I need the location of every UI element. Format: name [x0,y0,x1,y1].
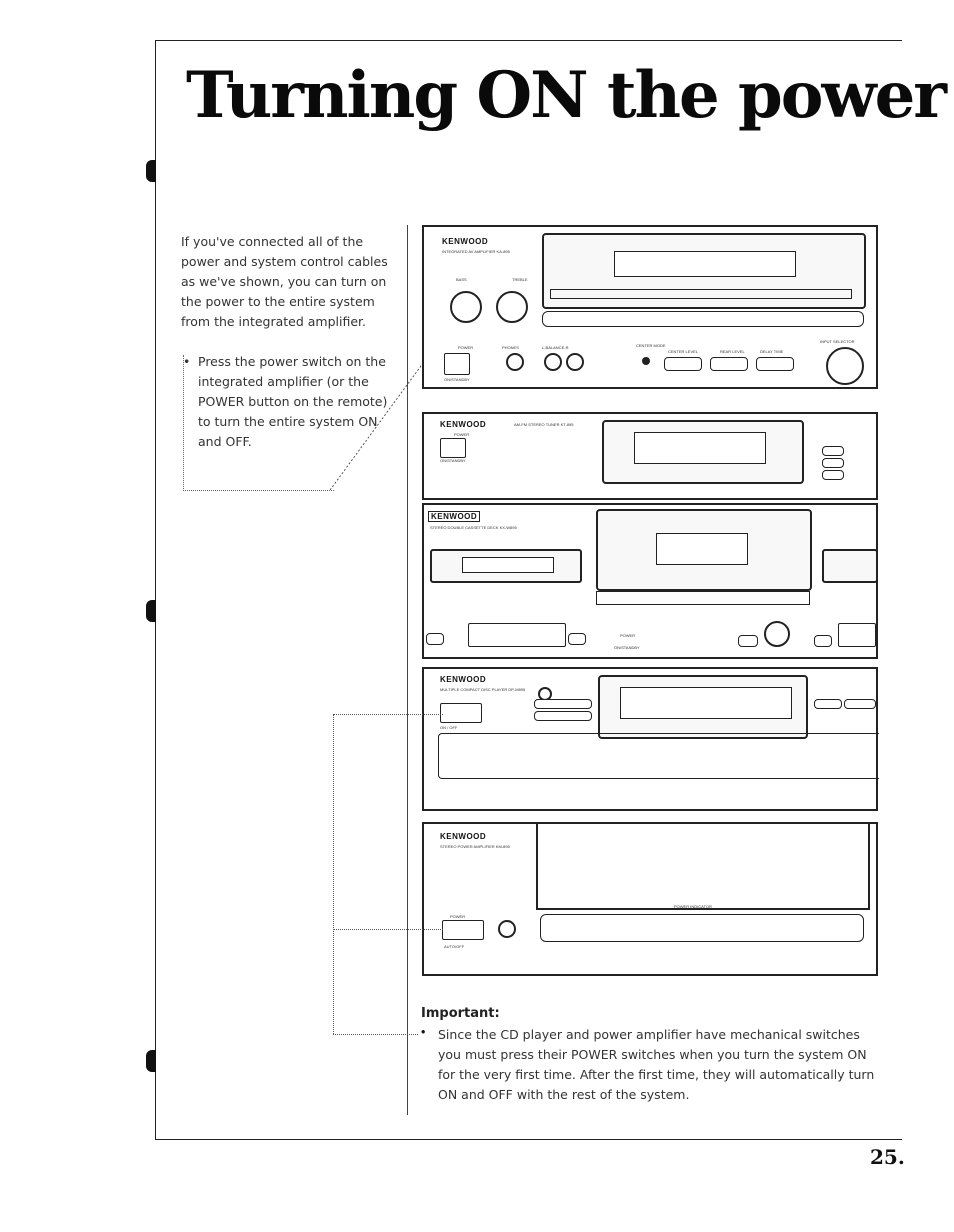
amp-power-label: POWER [458,345,474,350]
bullet-dot-icon: • [183,354,191,369]
binder-hole-middle [146,600,156,622]
balance-label: L-BALANCE-R [542,345,569,350]
tuner-power-button[interactable] [440,438,466,458]
power-amp-model: STEREO POWER AMPLIFIER KM-895 [440,844,510,849]
delay-time-label: DELAY TIME [760,349,784,354]
cd-brand: KENWOOD [440,675,487,684]
tuner-power-label: POWER [454,432,470,437]
deck-b-button[interactable] [814,635,832,647]
amp-standby-label: ON/STANDBY [444,377,470,382]
amp-display [542,233,866,309]
rear-level-button[interactable] [710,357,748,371]
cd-display [598,675,808,739]
power-amp-power-button[interactable] [442,920,484,940]
tuner-model: AM-FM STEREO TUNER KT-895 [514,422,574,427]
deck-b-transport[interactable] [838,623,876,647]
delay-time-button[interactable] [756,357,794,371]
deck-brand: KENWOOD [428,511,481,522]
tuner-display [602,420,804,484]
tuner-brand: KENWOOD [440,420,487,429]
binder-hole-bottom [146,1050,156,1072]
cd-button-row-1[interactable] [534,699,592,709]
cd-connector-horizontal [333,714,443,715]
intro-paragraph: If you've connected all of the power and… [181,234,388,329]
cd-player-unit: KENWOOD MULTIPLE COMPACT DISC PLAYER DP-… [422,667,879,811]
center-level-label: CENTER LEVEL [668,349,699,354]
amp-brand: KENWOOD [442,237,489,246]
amp-model: INTEGRATED AV AMPLIFIER KA-895 [442,249,510,254]
callout-pointer [330,340,441,491]
phones-jack[interactable] [506,353,524,371]
important-bullet-icon: • [421,1025,426,1039]
tuner-button-2[interactable] [822,458,844,468]
power-amp-brand: KENWOOD [440,832,487,841]
deck-mic-level-knob[interactable] [764,621,790,647]
cd-disc-tray [438,733,879,779]
deck-transport-controls[interactable] [468,623,566,647]
input-selector-label: INPUT SELECTOR [820,339,855,344]
deck-model: STEREO DOUBLE CASSETTE DECK KX-W895 [430,525,517,530]
page-frame [155,40,902,1140]
cd-model: MULTIPLE COMPACT DISC PLAYER DP-M895 [440,687,526,692]
auto-off-label: AUTO/OFF [444,944,465,949]
rear-level-label: REAR LEVEL [720,349,745,354]
deck-cassette-well-a [430,549,582,583]
treble-knob[interactable] [496,291,528,323]
deck-power-label: POWER [620,633,636,638]
binder-hole-top [146,160,156,182]
connector-vertical [333,714,334,1034]
tuner-button-3[interactable] [822,470,844,480]
tuner-unit: KENWOOD AM-FM STEREO TUNER KT-895 POWER … [422,412,878,500]
power-amp-jack[interactable] [498,920,516,938]
cd-power-button[interactable] [440,703,482,723]
deck-transport-left[interactable] [426,633,444,645]
phones-label: PHONES [502,345,519,350]
deck-cassette-well-b [822,549,878,583]
amp-function-strip [542,311,864,327]
tuner-button-1[interactable] [822,446,844,456]
page-number: 25. [870,1145,905,1169]
important-heading: Important: [421,1006,500,1021]
amp-power-button[interactable] [444,353,470,375]
center-level-button[interactable] [664,357,702,371]
tuner-standby-label: ON/STANDBY [440,458,466,463]
power-indicator-bar [540,914,864,942]
center-mode-indicator [642,357,650,365]
bass-knob[interactable] [450,291,482,323]
connector-to-note [333,1034,418,1035]
bass-label: BASS [456,277,467,282]
power-indicator-label: POWER INDICATOR [674,904,712,909]
cd-button-row-2[interactable] [534,711,592,721]
deck-display [596,509,812,591]
power-instruction: • Press the power switch on the integrat… [183,352,393,452]
power-amp-connector-horizontal [333,929,443,930]
deck-transport-right[interactable] [568,633,586,645]
deck-function-strip [596,591,810,605]
cassette-deck-unit: KENWOOD STEREO DOUBLE CASSETTE DECK KX-W… [422,503,878,659]
deck-standby-label: ON/STANDBY [614,645,640,650]
cd-on-off-label: ON / OFF [440,725,458,730]
page-title: Turning ON the power [186,58,947,133]
center-mode-label: CENTER MODE [636,343,666,348]
power-amplifier-unit: KENWOOD STEREO POWER AMPLIFIER KM-895 PO… [422,822,878,976]
integrated-amplifier-unit: KENWOOD INTEGRATED AV AMPLIFIER KA-895 B… [422,225,878,389]
deck-mode-button[interactable] [738,635,758,647]
callout-bracket [183,355,334,491]
input-selector-knob[interactable] [826,347,864,385]
cd-disc-button-1[interactable] [814,699,842,709]
balance-jack-left[interactable] [544,353,562,371]
cd-disc-button-2[interactable] [844,699,876,709]
column-divider [407,225,408,1115]
power-instruction-text: Press the power switch on the integrated… [198,354,388,449]
power-amp-power-label: POWER [450,914,466,919]
important-text: Since the CD player and power amplifier … [438,1027,875,1102]
power-amp-meter-window [536,824,870,910]
treble-label: TREBLE [512,277,528,282]
balance-jack-right[interactable] [566,353,584,371]
